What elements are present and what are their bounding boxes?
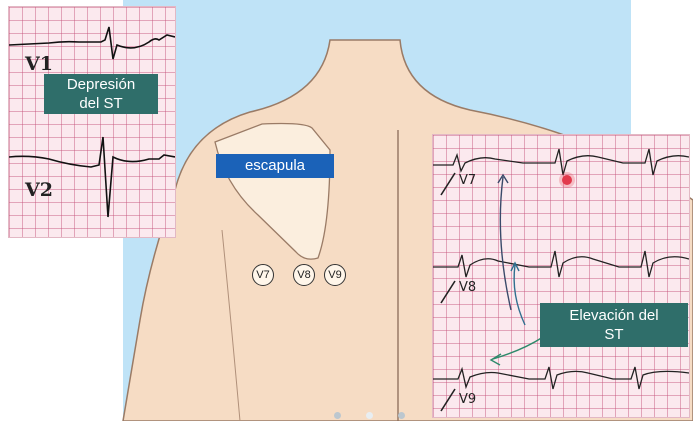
electrode-v7: V7	[252, 264, 274, 286]
carousel-dot-3[interactable]	[398, 412, 405, 419]
carousel-dot-1[interactable]	[334, 412, 341, 419]
ecg-trace-v8	[433, 251, 689, 277]
ecg-strip-v7-v9: V7 V8 V9	[432, 134, 690, 418]
lead-strike-v5	[441, 281, 455, 303]
electrode-v9: V9	[324, 264, 346, 286]
lead-strike-v6	[441, 389, 455, 411]
ecg-traces-left	[9, 7, 175, 237]
st-elevation-label: Elevación del ST	[540, 303, 688, 347]
ecg-trace-v9	[433, 367, 689, 389]
arrow-to-v7	[500, 177, 511, 310]
electrode-v8: V8	[293, 264, 315, 286]
st-depression-line2: del ST	[44, 94, 158, 113]
ecg-trace-v2	[9, 137, 175, 217]
arrow-to-v9-head	[491, 354, 501, 365]
pointer-marker-icon	[562, 175, 572, 185]
lead-label-v9: V9	[459, 392, 476, 407]
lead-label-v7: V7	[459, 173, 476, 188]
st-elevation-line2: ST	[540, 325, 688, 344]
st-depression-label: Depresión del ST	[44, 74, 158, 114]
lead-label-v2: V2	[25, 179, 53, 201]
lead-label-v8: V8	[459, 280, 476, 295]
ecg-trace-v7	[433, 149, 689, 175]
st-elevation-line1: Elevación del	[540, 306, 688, 325]
lead-label-v1: V1	[25, 53, 53, 75]
st-depression-line1: Depresión	[44, 75, 158, 94]
carousel-dot-2[interactable]	[366, 412, 373, 419]
lead-strike-v4	[441, 173, 455, 195]
scapula-label: escapula	[216, 154, 334, 178]
arrow-to-v9	[493, 337, 543, 359]
ecg-strip-v1-v2: V1 V2	[8, 6, 176, 238]
arrow-to-v8	[514, 265, 525, 325]
